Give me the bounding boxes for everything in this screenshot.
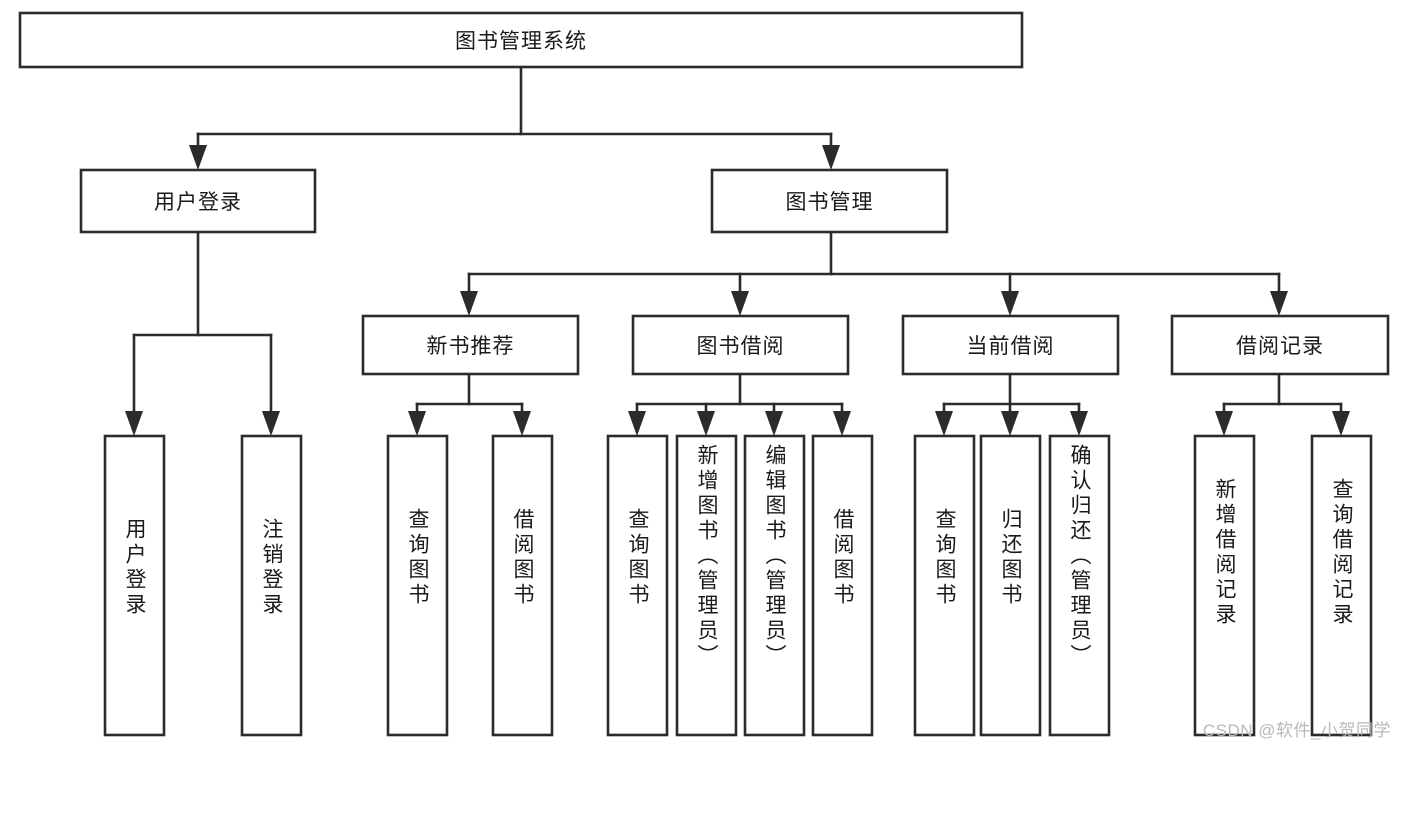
arrowhead-leaf-borrow-book-2 [833, 411, 851, 436]
node-leaf-return-book-box[interactable] [979, 434, 1042, 737]
node-book-management-box[interactable] [710, 168, 949, 234]
arrowhead-leaf-user-login [125, 411, 143, 436]
node-user-login-box[interactable] [79, 168, 317, 234]
arrowhead-current-borrow [1001, 291, 1019, 316]
arrowhead-leaf-query-book-2 [628, 411, 646, 436]
arrowhead-leaf-query-book-3 [935, 411, 953, 436]
flowchart-canvas [18, 11, 1390, 737]
arrowhead-book-borrow [731, 291, 749, 316]
flowchart-diagram: 图书管理系统 用户登录 图书管理 新书推荐 图书借阅 当前借阅 借阅记录 用户登… [18, 11, 1391, 740]
arrowhead-leaf-user-logout [262, 411, 280, 436]
arrowhead-new-book-recommend [460, 291, 478, 316]
node-leaf-borrow-book-2-box[interactable] [811, 434, 874, 737]
node-borrow-record-box[interactable] [1170, 314, 1390, 376]
node-leaf-add-record-box[interactable] [1193, 434, 1256, 737]
arrowhead-borrow-record [1270, 291, 1288, 316]
node-leaf-query-book-1-box[interactable] [386, 434, 449, 737]
arrowhead-leaf-return-book [1001, 411, 1019, 436]
node-new-book-recommend-box[interactable] [361, 314, 580, 376]
arrowhead-leaf-confirm-return [1070, 411, 1088, 436]
arrowhead-leaf-borrow-book-1 [513, 411, 531, 436]
arrowhead-leaf-query-record [1332, 411, 1350, 436]
watermark-text: CSDN @软件_小贺同学 [1202, 721, 1391, 740]
arrowhead-user-login [189, 145, 207, 170]
node-leaf-user-logout-box[interactable] [240, 434, 303, 737]
node-leaf-borrow-book-1-box[interactable] [491, 434, 554, 737]
arrowhead-leaf-add-book [697, 411, 715, 436]
node-book-borrow-box[interactable] [631, 314, 850, 376]
arrowhead-group [125, 145, 1350, 436]
arrowhead-leaf-query-book-1 [408, 411, 426, 436]
node-root-box[interactable] [18, 11, 1024, 69]
node-leaf-add-book-box[interactable] [675, 434, 738, 737]
node-leaf-edit-book-box[interactable] [743, 434, 806, 737]
arrowhead-leaf-add-record [1215, 411, 1233, 436]
arrowhead-book-management [822, 145, 840, 170]
node-box-group [18, 11, 1390, 737]
node-current-borrow-box[interactable] [901, 314, 1120, 376]
node-leaf-user-login-box[interactable] [103, 434, 166, 737]
arrowhead-leaf-edit-book [765, 411, 783, 436]
node-leaf-query-book-2-box[interactable] [606, 434, 669, 737]
node-leaf-confirm-return-box[interactable] [1048, 434, 1111, 737]
node-leaf-query-record-box[interactable] [1310, 434, 1373, 737]
node-leaf-query-book-3-box[interactable] [913, 434, 976, 737]
